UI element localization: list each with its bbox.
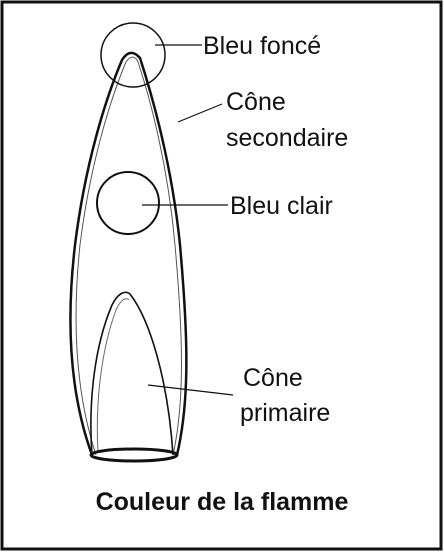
label-bleu-clair: Bleu clair — [230, 192, 333, 220]
label-cone-secondaire-line1: Cône — [226, 88, 286, 116]
secondary-cone-outline — [70, 53, 186, 455]
dark-blue-zone-circle — [101, 23, 165, 87]
light-blue-zone-circle — [97, 172, 159, 234]
primary-cone-outline — [91, 292, 173, 455]
label-bleu-fonce: Bleu foncé — [203, 32, 321, 60]
label-cone-secondaire-line2: secondaire — [226, 124, 348, 152]
primary-cone-inner-line — [97, 299, 129, 453]
leader-cone-secondaire — [178, 104, 222, 122]
label-cone-primaire-line1: Cône — [243, 364, 303, 392]
diagram-caption: Couleur de la flamme — [96, 488, 349, 516]
flame-base — [91, 449, 177, 461]
diagram-border — [2, 2, 441, 549]
leader-cone-primaire — [148, 385, 233, 395]
label-cone-primaire-line2: primaire — [240, 399, 330, 427]
